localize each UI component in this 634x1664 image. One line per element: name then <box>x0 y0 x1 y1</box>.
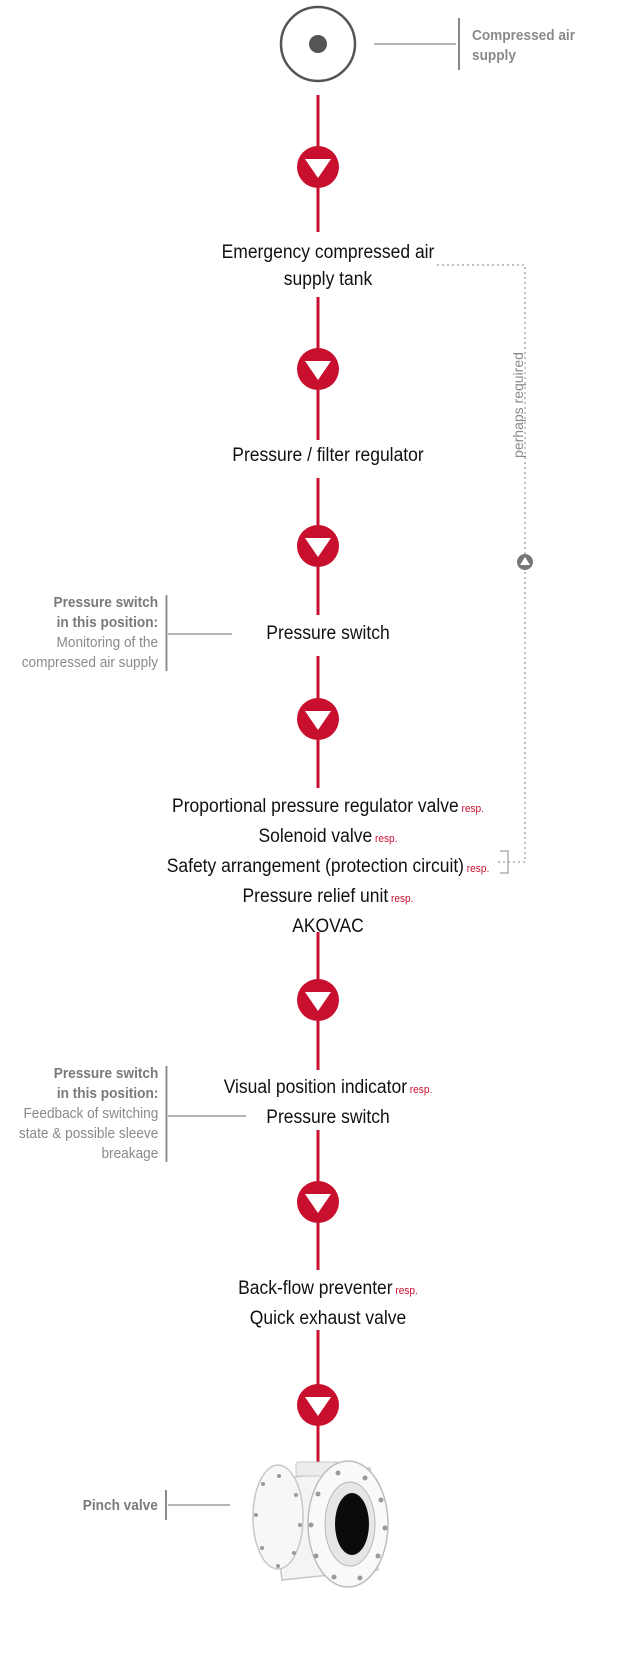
flow-arrow-icon <box>297 1181 339 1223</box>
note-bracket <box>165 1066 168 1162</box>
flow-arrow-icon <box>297 146 339 188</box>
bypass-arrow-up-icon <box>517 554 533 570</box>
step-line: Pressure switch <box>266 623 390 644</box>
step-line: Safety arrangement (protection circuit)r… <box>166 856 490 877</box>
bypass-label: perhaps required <box>510 352 526 458</box>
resp-marker: resp. <box>374 833 398 845</box>
pinch-valve-icon <box>252 1460 389 1588</box>
flow-arrow-icon <box>297 525 339 567</box>
pinch-valve-label: Pinch valve <box>82 1498 158 1514</box>
step-emergency-tank: Emergency compressed air supply tank <box>126 239 531 293</box>
note-bracket <box>165 595 168 671</box>
resp-marker: resp. <box>395 1285 418 1297</box>
step-pressure-switch: Pressure switch <box>126 620 531 647</box>
compressed-air-supply-label: Compressed air supply <box>472 28 576 64</box>
flow-arrow-icon <box>297 979 339 1021</box>
step-line: Quick exhaust valve <box>249 1308 407 1329</box>
resp-marker: resp. <box>409 1084 433 1096</box>
compressed-air-supply-icon <box>279 5 357 83</box>
flow-arrow-icon <box>297 698 339 740</box>
resp-marker: resp. <box>466 863 490 875</box>
pressure-switch-note-supply: Pressure switch in this position: Monito… <box>22 593 168 673</box>
step-line: supply tank <box>283 269 373 290</box>
step-line: Emergency compressed air <box>221 242 435 263</box>
flow-arrow-icon <box>297 348 339 390</box>
resp-marker: resp. <box>390 893 414 905</box>
step-line: Pressure / filter regulator <box>232 445 424 466</box>
step-line: AKOVAC <box>292 916 364 937</box>
step-filter-regulator: Pressure / filter regulator <box>126 442 531 469</box>
resp-marker: resp. <box>461 803 484 815</box>
bypass-bracket <box>500 850 509 874</box>
step-line: Pressure switch <box>266 1107 390 1128</box>
flow-arrow-icon <box>297 1384 339 1426</box>
pressure-switch-note-feedback: Pressure switch in this position: Feedba… <box>19 1064 168 1164</box>
